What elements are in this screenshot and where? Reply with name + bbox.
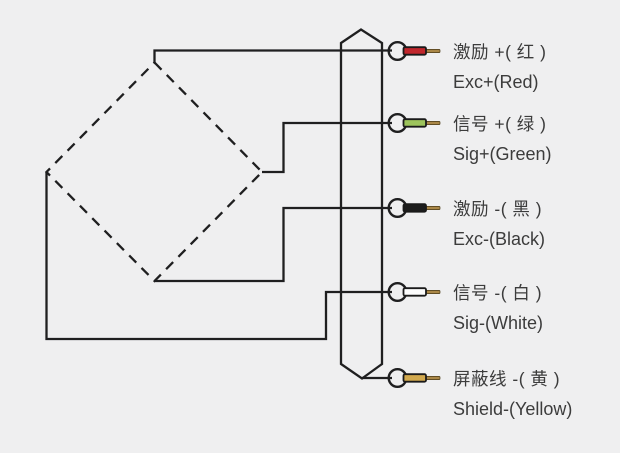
bridge-diamond xyxy=(44,60,264,283)
terminal-exc-plus xyxy=(387,41,441,62)
terminal-label-en: Shield-(Yellow) xyxy=(453,399,573,419)
terminal-sig-minus xyxy=(387,282,441,303)
terminal-label-exc-minus: 激励 -( 黑 ) Exc-(Black) xyxy=(453,199,545,249)
terminal-label-zh: 激励 -( 黑 ) xyxy=(453,199,543,219)
terminal-label-zh: 激励 +( 红 ) xyxy=(453,42,547,62)
terminal-label-en: Exc+(Red) xyxy=(453,72,539,92)
terminal-sig-plus xyxy=(387,112,441,133)
terminal-label-shield: 屏蔽线 -( 黄 ) Shield-(Yellow) xyxy=(453,369,572,419)
wire-tip-exc-minus xyxy=(425,206,441,210)
terminal-label-en: Exc-(Black) xyxy=(453,229,546,249)
wire-end-exc-minus xyxy=(402,203,427,213)
wire-tip-exc-plus xyxy=(425,49,441,53)
terminal-label-zh: 屏蔽线 -( 黄 ) xyxy=(453,369,561,389)
wire-tip-shield xyxy=(425,376,441,380)
terminal-label-sig-plus: 信号 +( 绿 ) Sig+(Green) xyxy=(453,114,552,164)
wire-path-exc-minus xyxy=(154,206,392,283)
terminal-label-zh: 信号 -( 白 ) xyxy=(453,283,543,303)
terminal-shield xyxy=(387,368,441,389)
terminal-label-en: Sig-(White) xyxy=(453,313,544,333)
wire-end-exc-plus xyxy=(402,46,427,56)
wire-end-sig-minus xyxy=(402,287,427,297)
terminal-label-exc-plus: 激励 +( 红 ) Exc+(Red) xyxy=(453,42,546,92)
terminal-exc-minus xyxy=(387,197,441,218)
terminal-label-zh: 信号 +( 绿 ) xyxy=(453,114,547,134)
wire-routes xyxy=(45,49,392,380)
wire-end-sig-plus xyxy=(402,118,427,128)
wire-end-shield xyxy=(402,373,427,383)
wire-path-sig-plus xyxy=(262,121,392,174)
terminal-label-en: Sig+(Green) xyxy=(453,144,552,164)
cable-body xyxy=(339,28,384,380)
terminal-label-sig-minus: 信号 -( 白 ) Sig-(White) xyxy=(453,283,543,333)
wire-path-exc-plus xyxy=(153,49,392,63)
wire-tip-sig-plus xyxy=(425,121,441,125)
wire-path-sig-minus xyxy=(45,172,392,341)
wire-tip-sig-minus xyxy=(425,290,441,294)
